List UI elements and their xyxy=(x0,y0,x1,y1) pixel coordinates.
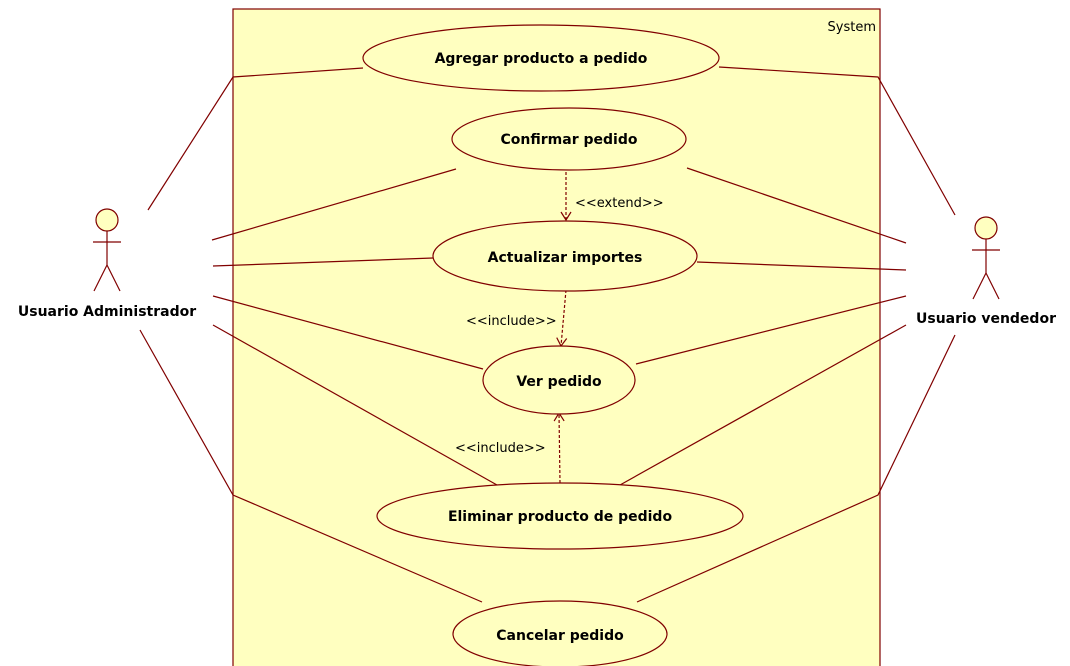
assoc-admin-actualizar[interactable] xyxy=(212,257,434,267)
actor-vendor[interactable]: Usuario vendedor xyxy=(916,216,1056,327)
assoc-vendor-confirmar[interactable] xyxy=(686,167,907,244)
use-case-agregar[interactable]: Agregar producto a pedido xyxy=(362,24,720,92)
assoc-admin-ver[interactable] xyxy=(212,295,484,370)
vendor-associations xyxy=(619,66,956,603)
use-case-agregar-label: Agregar producto a pedido xyxy=(435,51,648,67)
use-case-confirmar[interactable]: Confirmar pedido xyxy=(451,107,687,171)
assoc-admin-cancelar[interactable] xyxy=(139,329,483,603)
use-case-cancelar-label: Cancelar pedido xyxy=(496,628,624,644)
actor-admin[interactable]: Usuario Administrador xyxy=(18,208,196,320)
use-case-eliminar-ellipse[interactable] xyxy=(376,482,744,550)
actor-vendor-figure-icon xyxy=(972,216,1000,300)
include-label-eliminar: <<include>> xyxy=(455,441,546,456)
use-case-cancelar[interactable]: Cancelar pedido xyxy=(452,600,668,666)
use-case-ver[interactable]: Ver pedido xyxy=(482,345,636,415)
assoc-admin-confirmar[interactable] xyxy=(211,168,457,241)
assoc-vendor-cancelar[interactable] xyxy=(636,334,956,603)
assoc-vendor-eliminar[interactable] xyxy=(619,324,907,486)
assoc-admin-agregar[interactable] xyxy=(147,67,364,211)
assoc-vendor-agregar[interactable] xyxy=(718,66,956,216)
include-arrow-eliminar[interactable] xyxy=(553,411,565,484)
use-case-cancelar-ellipse[interactable] xyxy=(452,600,668,666)
use-case-confirmar-label: Confirmar pedido xyxy=(501,132,638,148)
use-case-agregar-ellipse[interactable] xyxy=(362,24,720,92)
use-case-eliminar[interactable]: Eliminar producto de pedido xyxy=(376,482,744,550)
use-case-actualizar-ellipse[interactable] xyxy=(432,220,698,292)
use-case-confirmar-ellipse[interactable] xyxy=(451,107,687,171)
system-label: System xyxy=(828,20,876,35)
use-case-actualizar-label: Actualizar importes xyxy=(488,250,643,266)
actor-admin-figure-icon xyxy=(93,208,121,292)
system-boundary[interactable] xyxy=(232,8,881,666)
include-arrow-actualizar[interactable] xyxy=(556,289,568,348)
use-case-actualizar[interactable]: Actualizar importes xyxy=(432,220,698,292)
use-case-ver-ellipse[interactable] xyxy=(482,345,636,415)
use-case-ver-label: Ver pedido xyxy=(516,374,602,390)
actor-vendor-label: Usuario vendedor xyxy=(916,311,1056,327)
include-label-actualizar: <<include>> xyxy=(466,314,557,329)
assoc-admin-eliminar[interactable] xyxy=(212,324,498,486)
extend-label: <<extend>> xyxy=(575,196,664,211)
assoc-vendor-actualizar[interactable] xyxy=(696,261,907,271)
dependency-relations xyxy=(553,167,572,484)
admin-associations xyxy=(139,67,498,603)
assoc-vendor-ver[interactable] xyxy=(635,295,907,365)
use-case-eliminar-label: Eliminar producto de pedido xyxy=(448,509,673,525)
actor-admin-label: Usuario Administrador xyxy=(18,304,196,320)
